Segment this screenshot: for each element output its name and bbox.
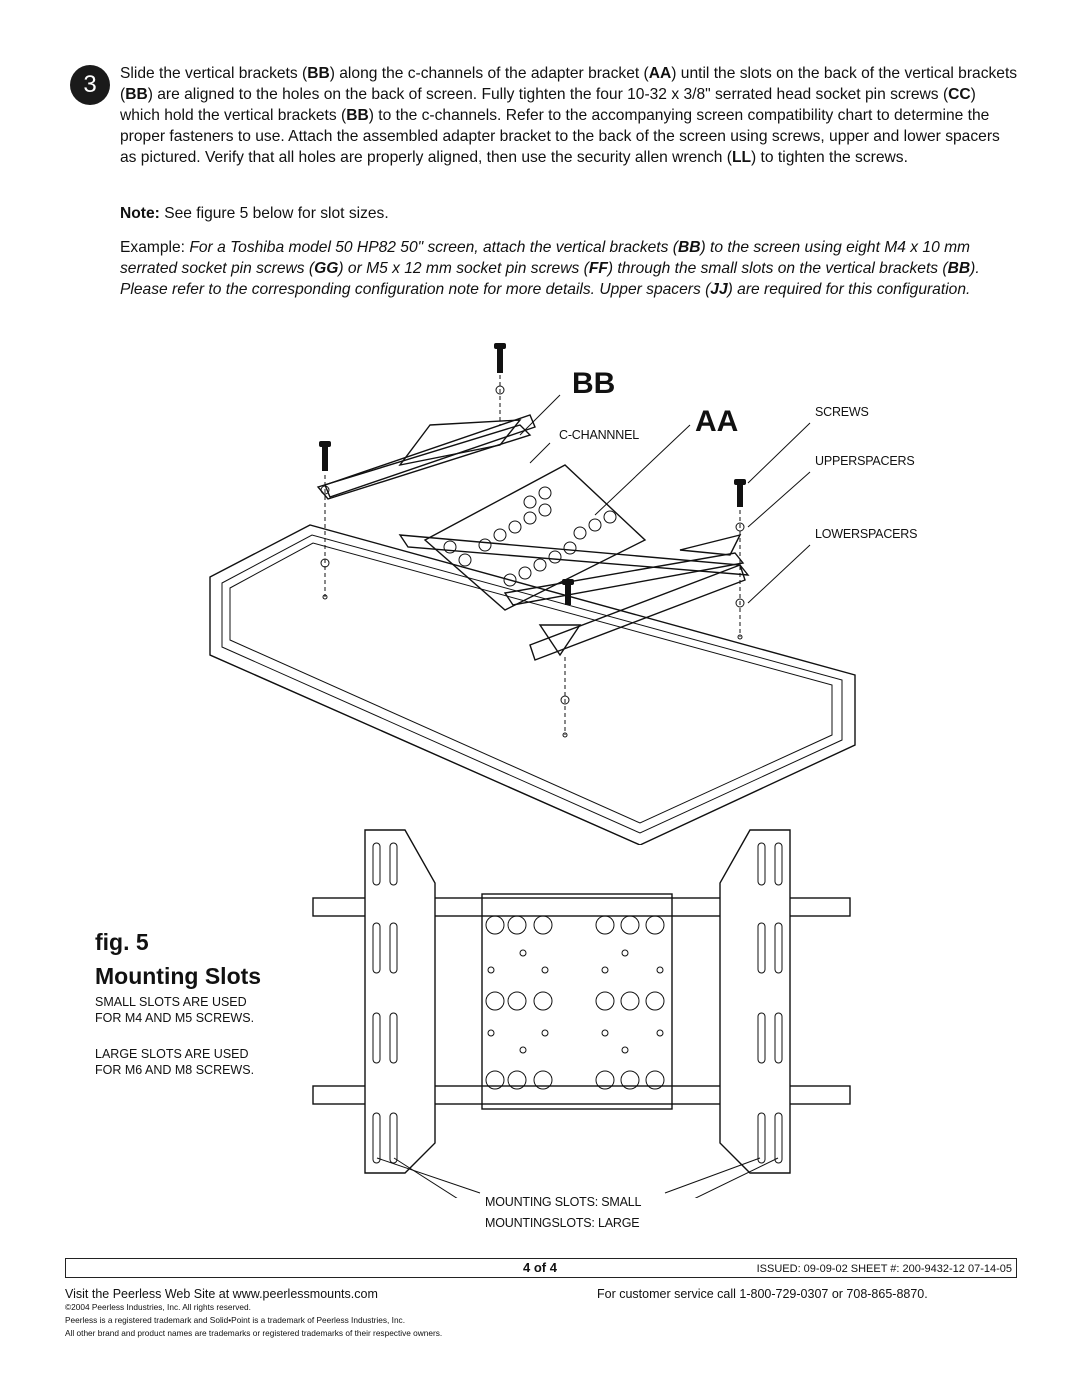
small-slots-note-line1: SMALL SLOTS ARE USED	[95, 995, 247, 1009]
example-run: BB	[677, 239, 701, 256]
example-run: JJ	[710, 281, 728, 298]
step-paragraph-run: BB	[346, 107, 369, 124]
label-screws: SCREWS	[815, 405, 869, 419]
label-mounting-slots-large: MOUNTINGSLOTS: LARGE	[485, 1216, 640, 1230]
example-run: ) or M5 x 12 mm socket pin screws (	[338, 260, 589, 277]
c-channels	[316, 424, 750, 606]
step-paragraph-run: BB	[125, 86, 148, 103]
screws	[319, 343, 746, 605]
label-c-channel: C-CHANNNEL	[559, 428, 639, 442]
figure-title-text: Mounting Slots	[95, 963, 262, 989]
figure-title: fig. 5 Mounting Slots	[95, 925, 261, 993]
copyright-line: ©2004 Peerless Industries, Inc. All righ…	[65, 1302, 251, 1312]
label-mounting-slots-small: MOUNTING SLOTS: SMALL	[485, 1195, 642, 1209]
example-run: FF	[588, 260, 608, 277]
leader-lines	[519, 394, 811, 604]
trademark-line-2: All other brand and product names are tr…	[65, 1328, 443, 1338]
adapter-plate	[423, 464, 647, 611]
step-paragraph-run: ) to tighten the screws.	[751, 149, 908, 166]
example-run: ) to the screen using eight M4 x 10 mm s…	[120, 239, 971, 277]
example-paragraph: Example: For a Toshiba model 50 HP82 50"…	[120, 237, 1025, 300]
page-number: 4 of 4	[523, 1260, 557, 1275]
example-run: Example:	[120, 239, 190, 256]
example-run: ) are required for this configuration.	[727, 281, 971, 298]
large-slots-note-line1: LARGE SLOTS ARE USED	[95, 1047, 249, 1061]
small-slots-note: SMALL SLOTS ARE USED FOR M4 AND M5 SCREW…	[95, 994, 254, 1026]
assembly-diagram	[209, 343, 856, 845]
large-slots-note-line2: FOR M6 AND M8 SCREWS.	[95, 1063, 255, 1077]
step-paragraph-run: ) along the c-channels of the adapter br…	[329, 65, 649, 82]
example-run: BB	[947, 260, 971, 277]
example-run: ) through the small slots on the vertica…	[607, 260, 948, 277]
example-run: GG	[314, 260, 339, 277]
step-paragraph-run: Slide the vertical brackets (	[120, 65, 308, 82]
vertical-brackets	[324, 414, 746, 661]
note-label: Note:	[120, 205, 160, 222]
step-paragraph-run: ) until the slots on the back of the ver…	[120, 65, 1018, 103]
figure-title-number: fig. 5	[95, 929, 149, 955]
step-paragraph-run: BB	[307, 65, 330, 82]
footer-bar	[65, 1258, 1017, 1278]
step-paragraph-run: LL	[731, 149, 752, 166]
step-paragraph-run: ) to the c-channels. Refer to the accomp…	[120, 107, 1000, 166]
step-instruction-paragraph: Slide the vertical brackets (BB) along t…	[120, 63, 1020, 168]
label-aa: AA	[695, 405, 739, 438]
note-line: Note: See figure 5 below for slot sizes.	[120, 205, 389, 223]
example-run: For a Toshiba model 50 HP82 50" screen, …	[189, 239, 678, 256]
step-number-badge: 3	[70, 65, 110, 105]
issued-sheet-info: ISSUED: 09-09-02 SHEET #: 200-9432-12 07…	[756, 1263, 1012, 1275]
spacers	[320, 385, 745, 738]
small-slots-note-line2: FOR M4 AND M5 SCREWS.	[95, 1011, 255, 1025]
step-paragraph-run: ) which hold the vertical brackets (	[120, 86, 976, 124]
example-run: ). Please refer to the corresponding con…	[120, 260, 980, 298]
website-line: Visit the Peerless Web Site at www.peerl…	[65, 1287, 378, 1301]
label-upper-spacers: UPPERSPACERS	[815, 454, 915, 468]
step-paragraph-run: ) are aligned to the holes on the back o…	[147, 86, 949, 103]
label-bb: BB	[572, 367, 616, 400]
flat-screen-panel	[209, 524, 856, 845]
note-text: See figure 5 below for slot sizes.	[159, 205, 389, 222]
label-lower-spacers: LOWERSPACERS	[815, 527, 918, 541]
large-slots-note: LARGE SLOTS ARE USED FOR M6 AND M8 SCREW…	[95, 1046, 254, 1078]
step-paragraph-run: CC	[948, 86, 971, 103]
step-paragraph-run: AA	[648, 65, 672, 82]
customer-service-line: For customer service call 1-800-729-0307…	[597, 1287, 928, 1301]
mounting-slots-figure	[312, 829, 851, 1198]
alignment-guides	[324, 375, 741, 735]
trademark-line-1: Peerless is a registered trademark and S…	[65, 1315, 406, 1325]
